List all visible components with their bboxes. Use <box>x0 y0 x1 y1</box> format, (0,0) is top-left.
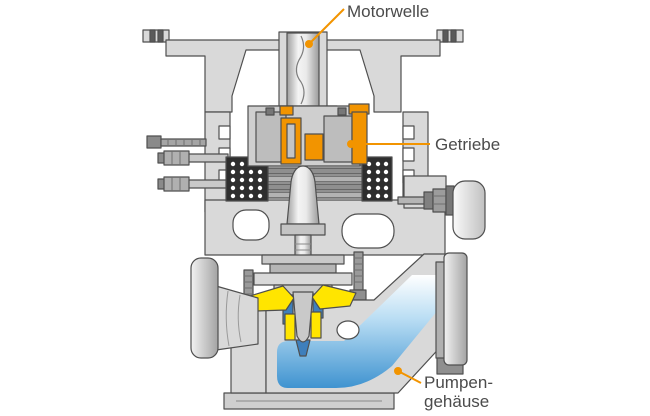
coil-block-right <box>361 156 393 202</box>
impeller <box>249 284 357 357</box>
leader-dot-pumpengehaeuse <box>394 367 402 375</box>
leader-dot-getriebe <box>347 140 355 148</box>
leader-pumpengehaeuse <box>397 370 422 384</box>
cooling-pipes <box>157 150 393 202</box>
leader-motorwelle <box>308 8 345 45</box>
gearbox <box>247 103 370 167</box>
label-motorwelle: Motorwelle <box>347 2 429 21</box>
side-shaft-knob <box>397 180 486 240</box>
pump-casing <box>223 253 446 410</box>
label-pumpengehaeuse-line2: gehäuse <box>424 392 489 411</box>
label-pumpengehaeuse-line1: Pumpen- <box>424 373 493 392</box>
annotations: Motorwelle Getriebe Pumpen- gehäuse <box>305 2 500 411</box>
motor-stool <box>142 29 464 119</box>
leader-dot-motorwelle <box>305 40 313 48</box>
gear-elements <box>279 103 370 165</box>
label-getriebe: Getriebe <box>435 135 500 154</box>
discharge-flange <box>435 252 468 375</box>
side-screw <box>146 135 207 149</box>
suction-flange <box>190 257 259 359</box>
